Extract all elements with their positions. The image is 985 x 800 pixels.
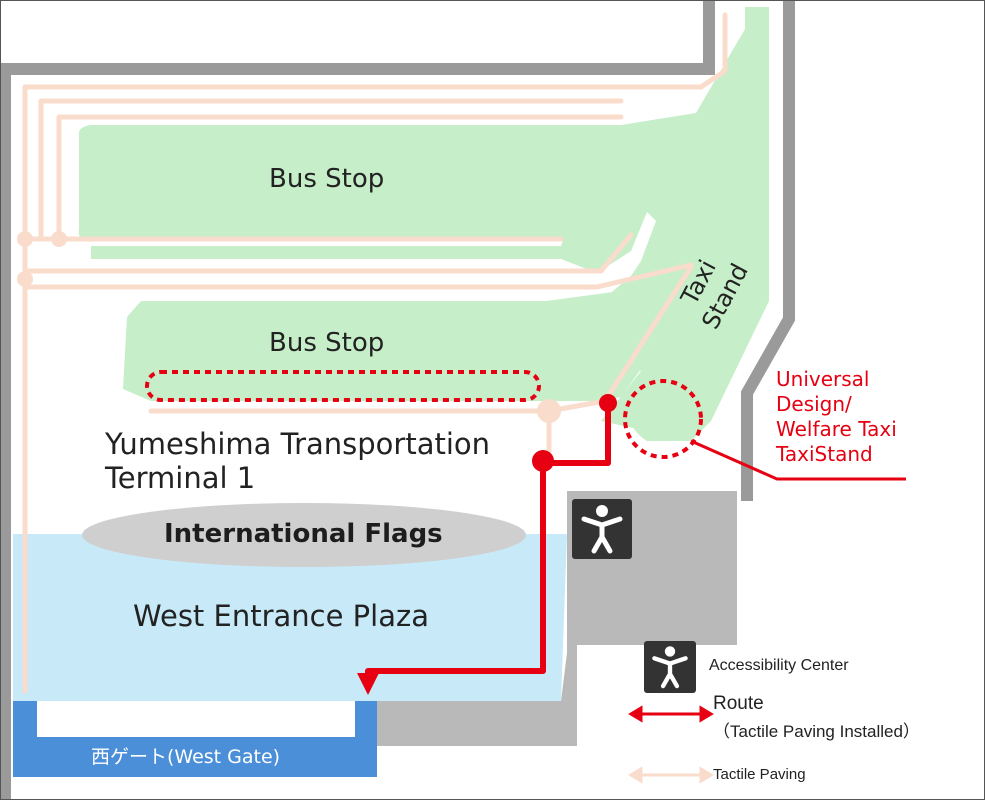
international-flags-oval: [82, 503, 526, 567]
facility-area: [375, 491, 737, 746]
universal-taxi-line3: Welfare Taxi: [776, 417, 897, 441]
plaza-label: West Entrance Plaza: [133, 599, 429, 633]
route-node-mid: [532, 450, 554, 472]
universal-taxi-line2: Design/: [776, 392, 852, 416]
accessibility-center-icon[interactable]: [572, 499, 632, 559]
legend-route-note: （Tactile Paving Installed）: [713, 722, 920, 741]
universal-taxi-outline: [623, 379, 703, 459]
legend-tactile-arrow: [628, 766, 714, 784]
route-node-top: [599, 394, 617, 412]
lower-bus-stop-outline: [145, 370, 541, 402]
universal-taxi-label: Universal Design/ Welfare Taxi TaxiStand: [776, 367, 897, 467]
bus-stop-upper-label: Bus Stop: [269, 164, 385, 194]
tactile-paving: [22, 12, 728, 694]
terminal-label-line1: Yumeshima Transportation: [105, 427, 491, 461]
legend-route-arrow: [628, 705, 714, 723]
universal-taxi-line4: TaxiStand: [776, 442, 873, 466]
outer-wall: [1, 1, 715, 799]
universal-taxi-line1: Universal: [776, 367, 870, 391]
bus-area-island: [91, 183, 649, 273]
route-arrowhead: [357, 673, 379, 695]
legend-accessibility-center: Accessibility Center: [709, 657, 849, 674]
legend-accessibility-icon: [644, 641, 696, 693]
terminal-label: Yumeshima Transportation Terminal 1: [105, 427, 490, 495]
taxi-area: [628, 377, 701, 441]
legend-tactile-paving: Tactile Paving: [713, 766, 806, 783]
west-entrance-plaza: [13, 534, 567, 701]
leader-line: [690, 439, 906, 481]
bus-area-lower: [123, 249, 713, 401]
tactile-nodes: [17, 231, 561, 423]
bus-stop-lower-label: Bus Stop: [269, 328, 385, 358]
terminal-label-line2: Terminal 1: [105, 461, 256, 495]
international-flags-label: International Flags: [164, 519, 443, 549]
west-gate: [13, 701, 377, 777]
west-gate-label: 西ゲート(West Gate): [91, 746, 281, 768]
outer-wall-right: [741, 1, 795, 501]
legend-route: Route: [713, 693, 764, 714]
